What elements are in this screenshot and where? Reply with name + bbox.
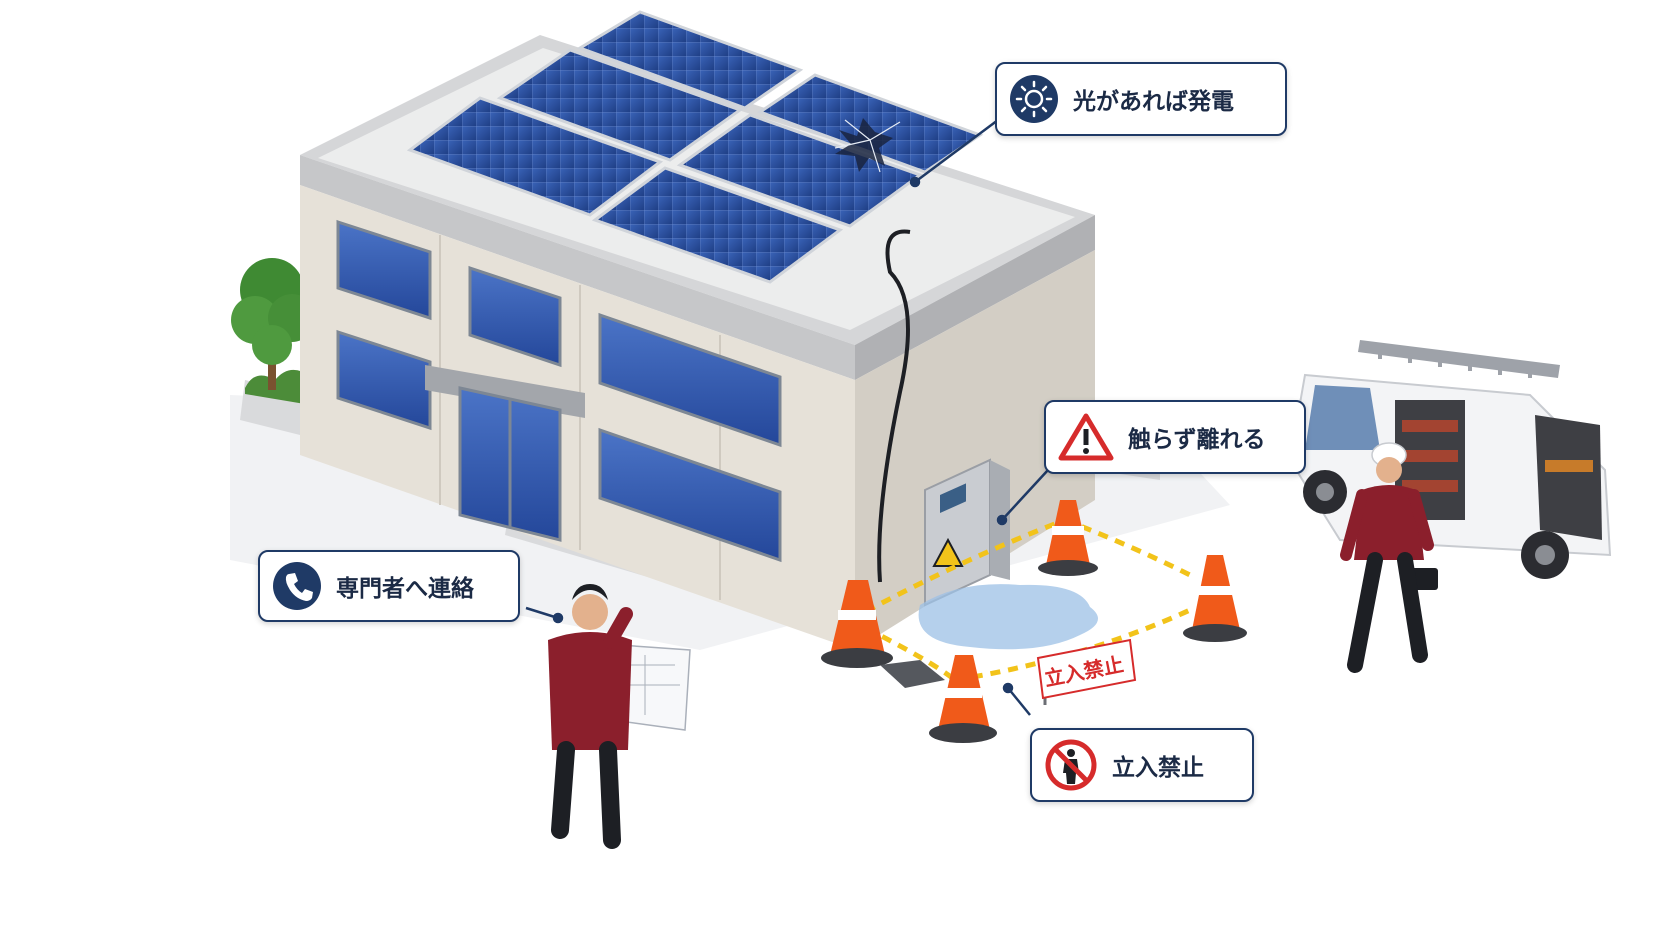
windows <box>336 219 782 563</box>
van <box>1288 340 1612 579</box>
entrance <box>425 365 585 542</box>
callout-sunlight: 光があれば発電 <box>995 62 1287 136</box>
solar-panels <box>406 10 984 284</box>
callout-contact: 専門者へ連絡 <box>258 550 520 622</box>
callout-sunlight-label: 光があれば発電 <box>1073 89 1234 115</box>
cone <box>1038 500 1098 576</box>
no-entry-person-icon <box>1044 738 1098 792</box>
drain-grate <box>880 660 945 688</box>
cone <box>1183 555 1247 642</box>
cable <box>877 229 911 583</box>
callout-no-entry-label: 立入禁止 <box>1112 755 1204 781</box>
worker-on-phone <box>548 584 691 849</box>
cone <box>929 655 997 743</box>
phone-icon <box>272 561 322 611</box>
callout-no-entry: 立入禁止 <box>1030 728 1254 802</box>
callout-no-touch-label: 触らず離れる <box>1128 427 1266 453</box>
callout-contact-label: 専門者へ連絡 <box>336 576 474 602</box>
worker-walking <box>1340 442 1438 673</box>
sun-icon <box>1009 74 1059 124</box>
traffic-cones <box>821 500 1247 743</box>
no-entry-sign: 立入禁止 <box>1036 638 1137 705</box>
callout-no-touch: 触らず離れる <box>1044 400 1306 474</box>
inverter <box>924 458 1010 607</box>
puddle <box>918 584 1098 650</box>
leader-lines <box>525 118 1049 716</box>
warning-icon <box>1058 412 1114 462</box>
cone <box>821 580 893 668</box>
cracked-panel <box>834 118 901 173</box>
